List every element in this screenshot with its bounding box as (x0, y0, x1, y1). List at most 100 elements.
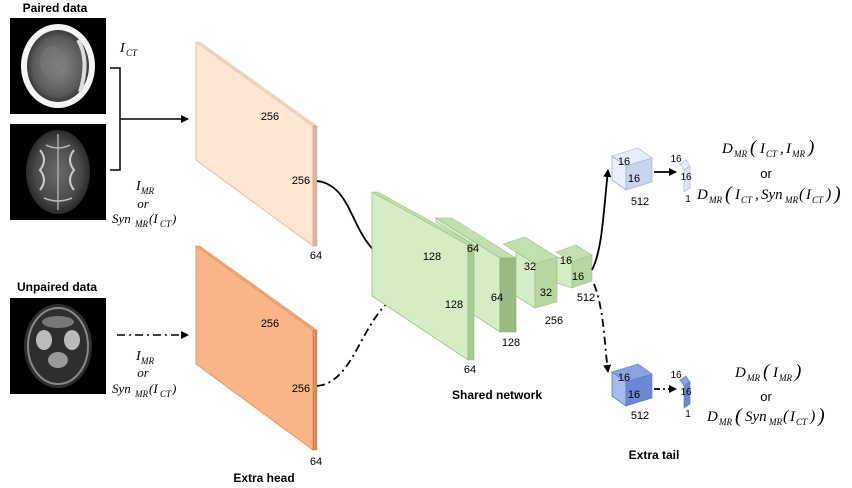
tail-bottom-block-1: 16 16 512 (611, 363, 653, 422)
svg-text:16: 16 (572, 271, 584, 283)
svg-text:I: I (759, 141, 766, 157)
svg-text:MR: MR (718, 417, 732, 427)
head-volume-bottom: 256 256 64 (195, 245, 322, 468)
svg-text:I: I (734, 187, 741, 203)
svg-text:128: 128 (445, 299, 463, 311)
svg-text:): ) (794, 361, 801, 382)
svg-text:64: 64 (467, 243, 479, 255)
label-i-ct: I CT (119, 41, 138, 58)
svg-text:512: 512 (631, 410, 649, 422)
svg-text:MR: MR (784, 195, 798, 205)
shared-block-3: 32 32 256 (502, 236, 563, 327)
svg-text:): ) (825, 186, 831, 203)
formula-bottom-or: or (760, 389, 772, 404)
svg-text:16: 16 (618, 156, 630, 168)
svg-text:16: 16 (670, 370, 682, 381)
shared-block-1: 128 128 64 (371, 191, 476, 376)
tail-top-block-2: 16 16 1 (670, 154, 692, 205)
svg-text:128: 128 (502, 337, 520, 349)
svg-text:MR: MR (134, 389, 148, 399)
formula-bottom-1: D MR ( I MR ) (734, 361, 801, 383)
arrow-shared-to-tail-top (591, 169, 612, 271)
label-i-mr-unpaired: I MR or Syn MR (I CT ) (112, 349, 176, 399)
tail-bottom-block-2: 16 16 1 (670, 370, 692, 420)
svg-text:512: 512 (631, 196, 649, 208)
svg-text:MR: MR (791, 149, 805, 159)
svg-text:16: 16 (618, 372, 630, 384)
svg-text:D: D (734, 365, 746, 381)
svg-text:I: I (135, 349, 142, 364)
mr-image-paired (10, 124, 106, 220)
shared-network-label: Shared network (452, 388, 542, 402)
svg-text:(: ( (725, 183, 733, 205)
mr-image-unpaired (10, 298, 106, 394)
svg-text:D: D (696, 187, 708, 203)
svg-text:MR: MR (140, 186, 154, 196)
formula-top-2: D MR ( I CT , Syn MR ( I CT ) ) (696, 183, 841, 205)
svg-text:(I: (I (149, 211, 158, 226)
formula-top-1: D MR ( I CT , I MR ) (721, 137, 814, 159)
svg-text:256: 256 (261, 111, 279, 123)
svg-text:or: or (137, 365, 150, 380)
arrow-shared-to-tail-bottom (593, 283, 612, 373)
svg-text:128: 128 (423, 251, 441, 263)
svg-text:I: I (772, 365, 779, 381)
svg-text:I: I (789, 409, 796, 425)
svg-text:512: 512 (577, 292, 595, 304)
svg-text:64: 64 (464, 364, 476, 376)
label-i-mr-paired: I MR or Syn MR (I CT ) (112, 179, 176, 229)
formula-bottom-2: D MR ( Syn MR ( I CT ) ) (706, 405, 825, 427)
svg-text:I: I (119, 41, 126, 56)
svg-text:64: 64 (310, 456, 322, 468)
svg-text:I: I (135, 179, 142, 194)
svg-text:Syn: Syn (112, 211, 131, 226)
tail-top-block-1: 16 16 512 (611, 147, 653, 208)
arrow-head-bottom-to-shared (316, 287, 413, 387)
svg-text:): ) (833, 183, 841, 205)
shared-block-4: 16 16 512 (555, 244, 595, 304)
svg-text:Syn: Syn (112, 381, 131, 396)
svg-text:64: 64 (310, 250, 322, 262)
svg-text:16: 16 (680, 387, 692, 398)
svg-text:or: or (137, 196, 150, 211)
svg-text:CT: CT (160, 219, 172, 229)
unpaired-data-title: Unpaired data (17, 280, 97, 294)
svg-text:32: 32 (524, 261, 536, 273)
formula-top-or: or (760, 166, 772, 181)
svg-text:(: ( (799, 186, 806, 203)
svg-text:I: I (785, 141, 792, 157)
svg-text:1: 1 (685, 194, 691, 205)
svg-text:(: ( (763, 361, 771, 382)
svg-text:16: 16 (670, 154, 682, 165)
svg-text:256: 256 (292, 383, 310, 395)
svg-text:1: 1 (685, 409, 691, 420)
svg-text:MR: MR (134, 219, 148, 229)
svg-text:MR: MR (708, 195, 722, 205)
svg-text:256: 256 (292, 175, 310, 187)
svg-text:32: 32 (540, 287, 552, 299)
svg-text:): ) (817, 405, 825, 427)
svg-text:16: 16 (628, 173, 640, 185)
svg-text:D: D (706, 409, 718, 425)
svg-text:(: ( (735, 405, 743, 427)
svg-text:): ) (171, 211, 176, 226)
svg-text:): ) (807, 137, 814, 158)
svg-text:CT: CT (812, 195, 824, 205)
svg-text:256: 256 (261, 318, 279, 330)
svg-text:16: 16 (628, 389, 640, 401)
svg-text:(I: (I (149, 381, 158, 396)
paired-data-title: Paired data (23, 1, 88, 15)
extra-tail-label: Extra tail (629, 448, 680, 462)
svg-text:): ) (809, 408, 815, 425)
svg-text:256: 256 (545, 315, 563, 327)
svg-text:MR: MR (733, 149, 747, 159)
svg-text:I: I (805, 187, 812, 203)
svg-text:64: 64 (491, 292, 503, 304)
svg-text:Syn: Syn (745, 409, 767, 425)
svg-text:CT: CT (126, 48, 138, 58)
svg-text:): ) (171, 381, 176, 396)
svg-text:(: ( (783, 408, 790, 425)
extra-head-label: Extra head (233, 471, 294, 485)
